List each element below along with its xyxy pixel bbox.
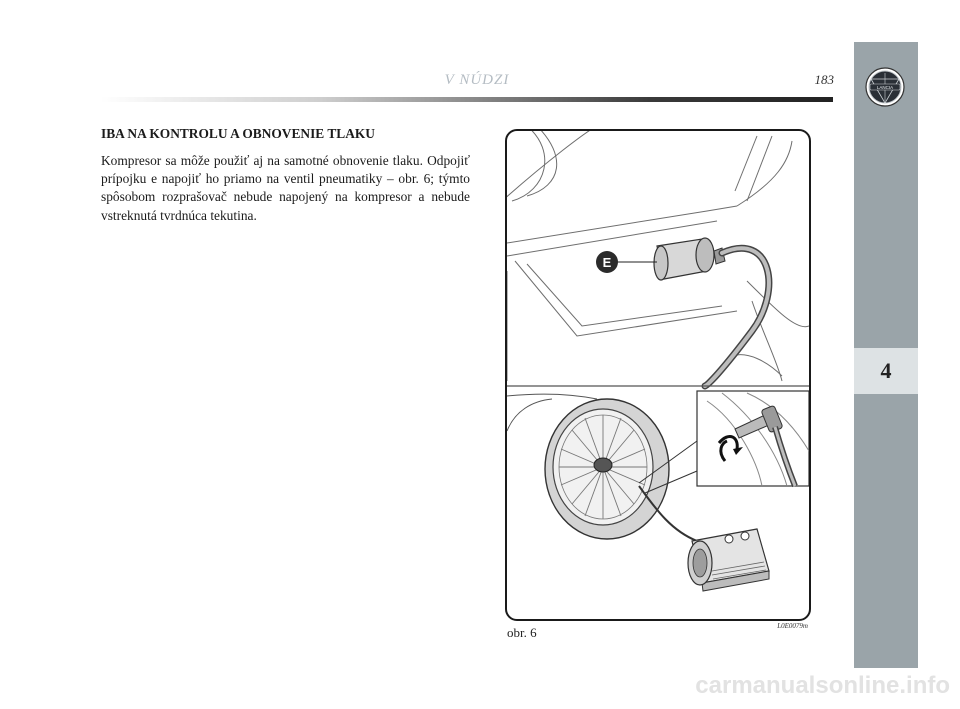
chapter-tab[interactable]: 4 xyxy=(854,348,918,394)
lancia-logo-icon: LANCIA xyxy=(865,67,905,107)
boot-compartment xyxy=(507,131,809,382)
header-rule xyxy=(100,97,833,102)
figure-caption: obr. 6 xyxy=(507,625,537,640)
valve-inset xyxy=(638,390,809,494)
logo-text: LANCIA xyxy=(877,85,893,90)
page-number: 183 xyxy=(814,72,835,87)
figure-code: L0E0079m xyxy=(777,622,808,630)
watermark: carmanualsonline.info xyxy=(695,672,950,699)
figure-illustration: E xyxy=(505,129,811,621)
callout-e-label: E xyxy=(603,255,612,270)
compressor-hose xyxy=(638,485,698,542)
body-paragraph: Kompresor sa môže použiť aj na samotné o… xyxy=(101,153,470,223)
wheel xyxy=(507,393,670,540)
compressor-unit xyxy=(687,528,770,592)
figure-drawing: E xyxy=(507,131,809,592)
section-title: V NÚDZI xyxy=(444,72,510,88)
section-heading: IBA NA KONTROLU A OBNOVENIE TLAKU xyxy=(101,126,375,141)
chapter-number: 4 xyxy=(880,358,892,383)
compressor-cylinder xyxy=(653,237,726,281)
callout-e-badge xyxy=(596,251,618,273)
